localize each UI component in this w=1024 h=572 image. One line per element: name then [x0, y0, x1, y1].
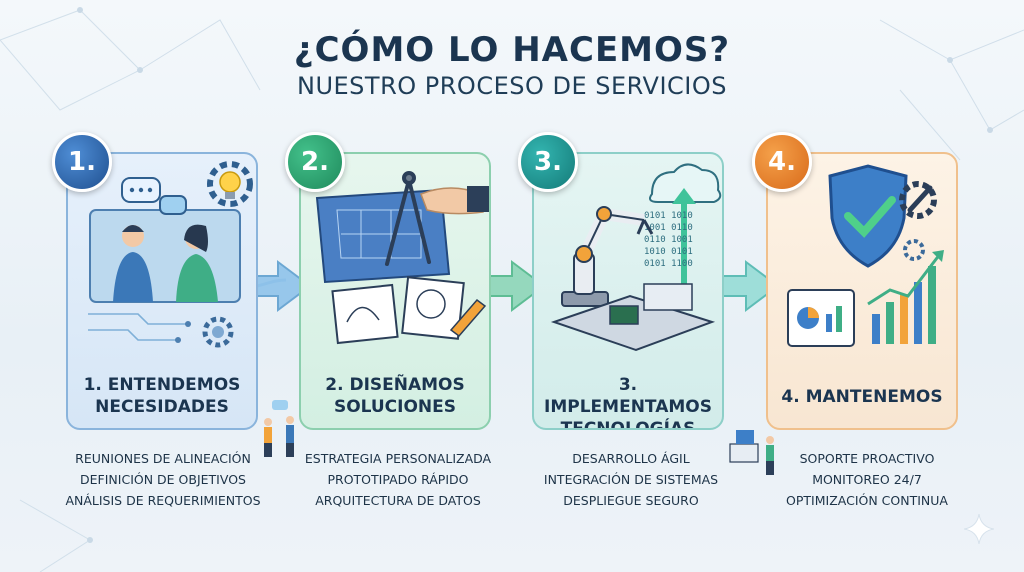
- sketch-papers-icon: [331, 276, 465, 345]
- robot-arm-icon: [561, 206, 654, 307]
- workstation-figure-icon: [729, 430, 774, 475]
- step-1-title: 1. ENTENDEMOS: [83, 375, 241, 395]
- step-1-title-line2: NECESIDADES: [95, 397, 229, 417]
- binary-line-5: 0101 1100: [644, 259, 693, 269]
- step-3-title: 3. IMPLEMENTAMOS: [544, 375, 712, 417]
- list-item: DESARROLLO ÁGIL: [572, 451, 690, 466]
- card-3-illustration: 0101 1010 1001 0110 0110 1001 1010 0101 …: [550, 163, 722, 352]
- pencil-icon: [449, 298, 487, 338]
- step-card-1: 1. ENTENDEMOS NECESIDADES: [66, 152, 258, 430]
- step-card-4: 4. MANTENEMOS: [766, 152, 958, 430]
- step-2-title: 2. DISEÑAMOS: [325, 375, 465, 395]
- small-gear-icon: [903, 239, 925, 261]
- list-item: MONITOREO 24/7: [812, 472, 922, 487]
- step-4-badge: 4.: [752, 132, 812, 192]
- list-item: OPTIMIZACIÓN CONTINUA: [786, 493, 948, 508]
- step-1-items: REUNIONES DE ALINEACIÓN DEFINICIÓN DE OB…: [48, 448, 278, 511]
- list-item: SOPORTE PROACTIVO: [799, 451, 935, 466]
- step-3-badge: 3.: [518, 132, 578, 192]
- step-2-title-line2: SOLUCIONES: [333, 397, 457, 417]
- binary-code-icon: 0101 1010 1001 0110 0110 1001 1010 0101 …: [644, 211, 693, 269]
- list-item: DESPLIEGUE SEGURO: [563, 493, 699, 508]
- card-1-illustration: [88, 161, 253, 348]
- compass-icon: [385, 171, 431, 266]
- chat-bubbles-icon: [121, 177, 187, 215]
- step-1-badge: 1.: [52, 132, 112, 192]
- card-4-illustration: [787, 164, 944, 347]
- step-4-items: SOPORTE PROACTIVO MONITOREO 24/7 OPTIMIZ…: [752, 448, 982, 511]
- gear-wrench-icon: [899, 181, 937, 219]
- step-card-3: 0101 1010 1001 0110 0110 1001 1010 0101 …: [532, 152, 724, 430]
- shield-check-icon: [828, 164, 908, 268]
- step-3-title-line2: TECNOLOGÍAS: [560, 419, 696, 430]
- page-subtitle: NUESTRO PROCESO DE SERVICIOS: [297, 72, 727, 100]
- step-2-items: ESTRATEGIA PERSONALIZADA PROTOTIPADO RÁP…: [283, 448, 513, 511]
- step-2-badge: 2.: [285, 132, 345, 192]
- list-item: PROTOTIPADO RÁPIDO: [327, 472, 469, 487]
- lightbulb-gear-icon: [207, 161, 253, 207]
- list-item: ESTRATEGIA PERSONALIZADA: [304, 451, 492, 466]
- gear-icon: [202, 316, 234, 348]
- sparkle-icon: [964, 514, 994, 544]
- binary-line-2: 1001 0110: [644, 223, 693, 233]
- list-item: INTEGRACIÓN DE SISTEMAS: [543, 472, 719, 487]
- binary-line-3: 0110 1001: [644, 235, 693, 245]
- list-item: REUNIONES DE ALINEACIÓN: [75, 451, 251, 466]
- cloud-upload-icon: [649, 163, 722, 284]
- people-figures-icon: [264, 400, 294, 457]
- list-item: ARQUITECTURA DE DATOS: [315, 493, 481, 508]
- chip-icon: [609, 305, 639, 325]
- page-title: ¿CÓMO LO HACEMOS?: [293, 30, 731, 70]
- step-4-title: 4. MANTENEMOS: [781, 387, 943, 407]
- card-2-illustration: [315, 171, 489, 345]
- growth-chart-icon: [867, 250, 944, 344]
- binary-line-4: 1010 0101: [644, 247, 693, 257]
- list-item: DEFINICIÓN DE OBJETIVOS: [80, 472, 246, 487]
- step-3-items: DESARROLLO ÁGIL INTEGRACIÓN DE SISTEMAS …: [516, 448, 746, 511]
- step-card-2: 2. DISEÑAMOS SOLUCIONES: [299, 152, 491, 430]
- list-item: ANÁLISIS DE REQUERIMIENTOS: [65, 493, 261, 508]
- binary-line-1: 0101 1010: [644, 211, 693, 221]
- dashboard-icon: [787, 289, 855, 347]
- server-icon: [643, 283, 693, 311]
